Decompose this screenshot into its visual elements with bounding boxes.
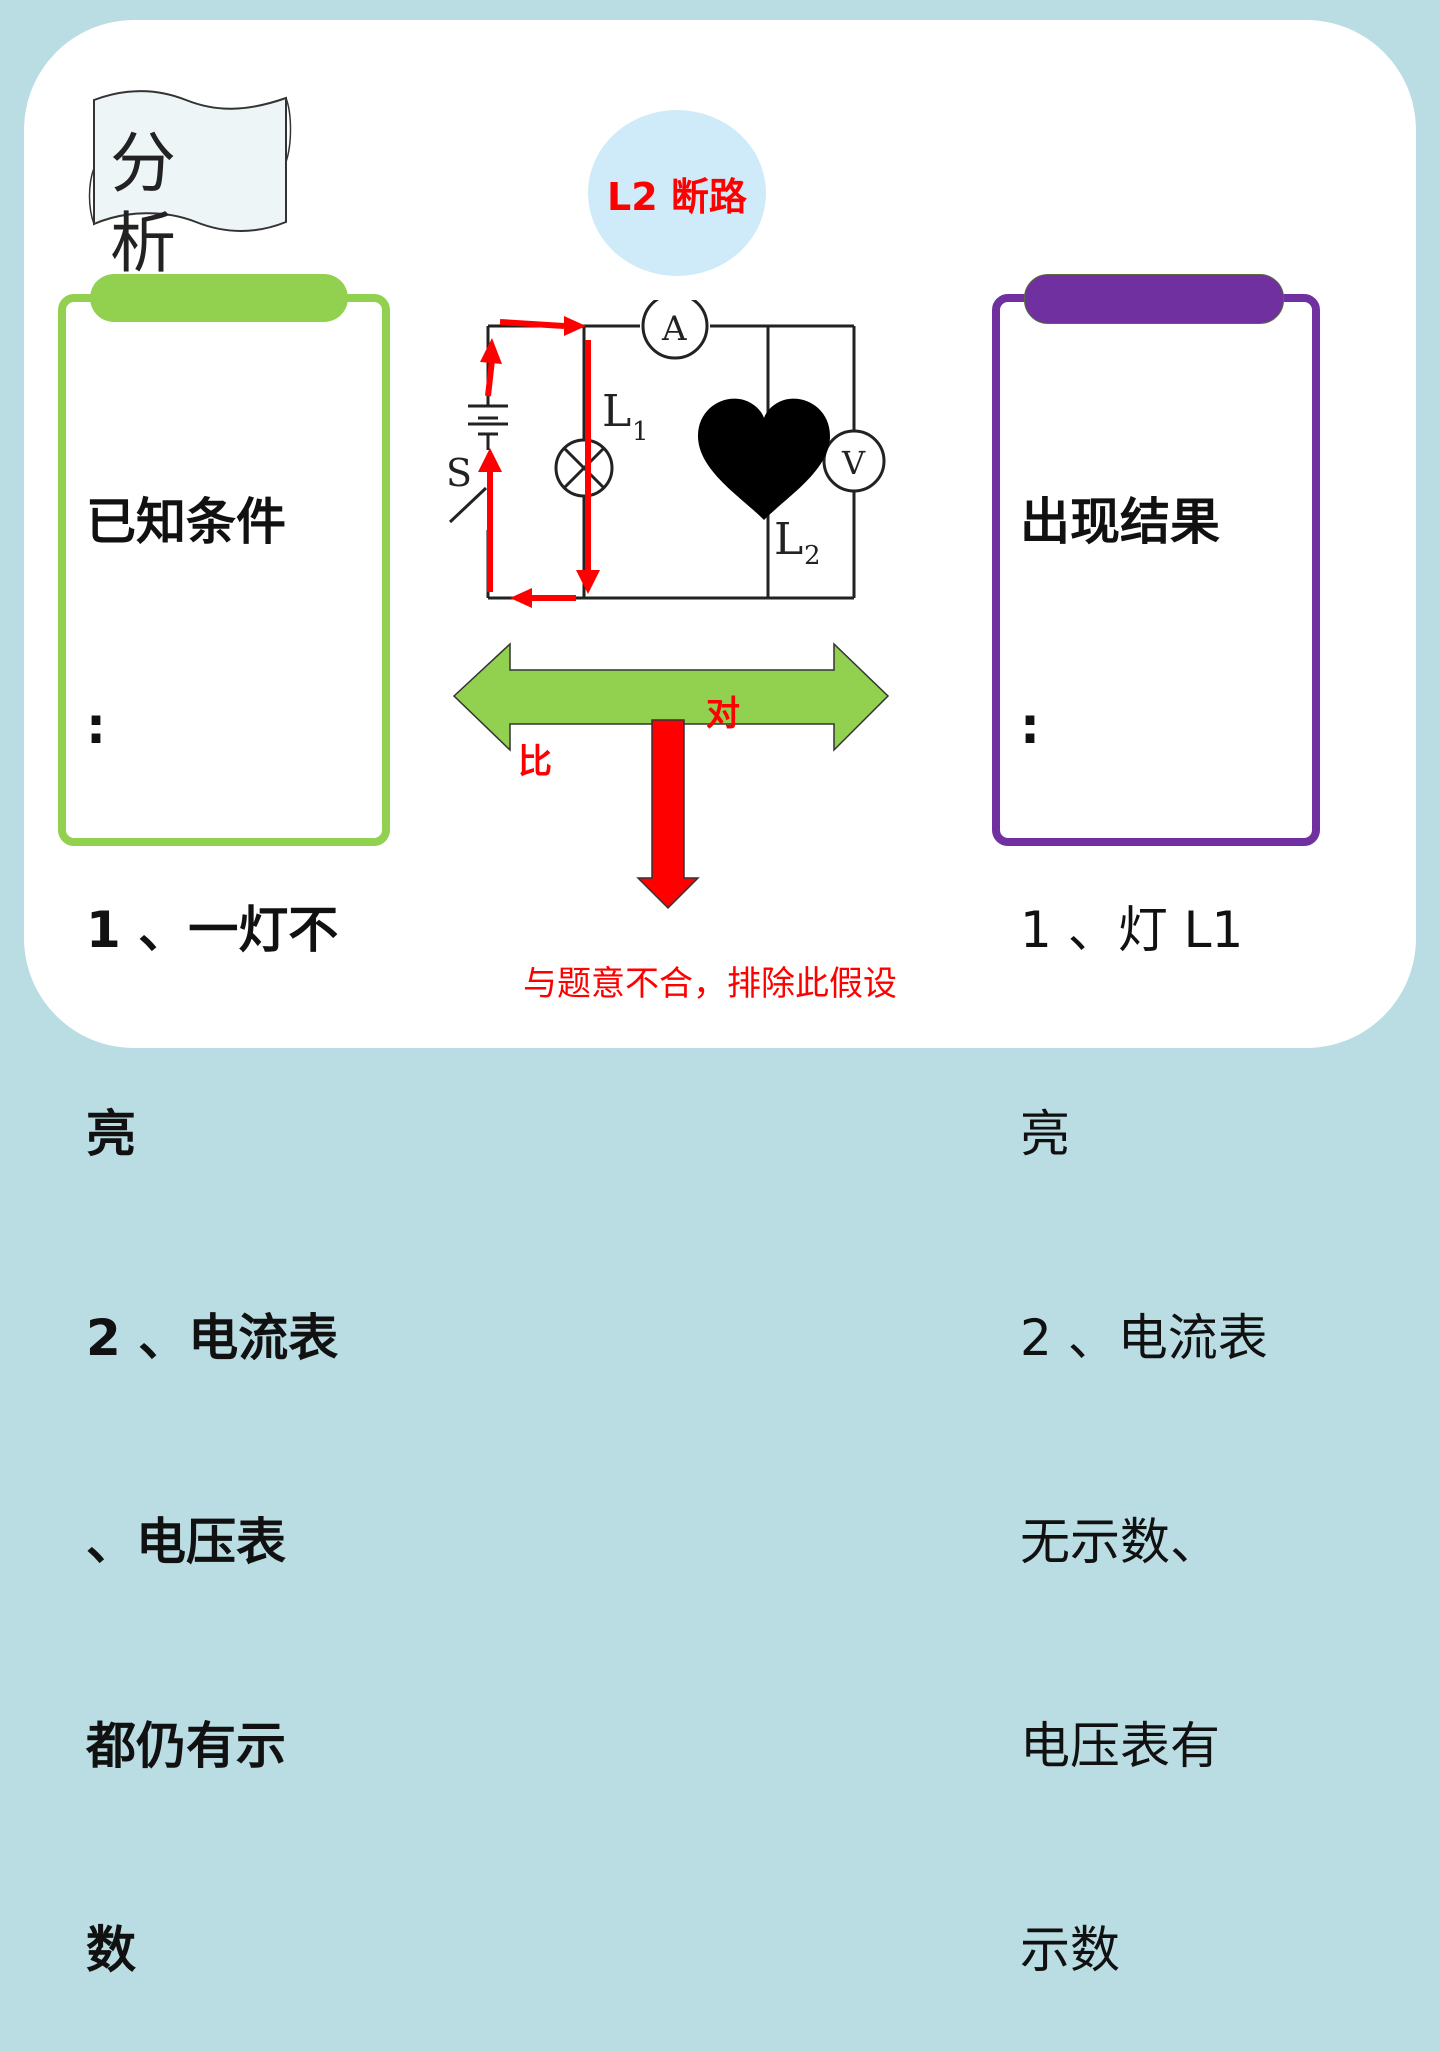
hypothesis-text: L2 断路 [607,174,747,219]
known-conditions-tab [90,274,348,322]
voltmeter-icon [822,429,886,493]
known-line: 1 、一灯不 [86,901,339,959]
lamp-l1-subscript: 1 [632,417,649,447]
result-line: 1 、灯 L1 [1020,901,1244,959]
hypothesis-circle: L2 断路 [588,110,766,276]
switch-icon [448,486,488,524]
result-line: : [1020,697,1040,755]
result-tab [1024,274,1284,324]
known-conditions-panel [58,294,390,846]
circuit-diagram: S A L 1 V L 2 [446,300,886,608]
ammeter-label: A [661,309,687,349]
result-line: 亮 [1020,1105,1070,1163]
compare-left-label: 比 [518,742,552,782]
known-line: 2 、电流表 [86,1309,339,1367]
heart-icon [698,398,830,520]
lamp-l1-label: L [602,386,631,437]
badge-title: 分 析 [110,125,198,282]
down-arrow-icon [636,719,700,910]
result-line: 示数 [1020,1921,1120,1979]
switch-label: S [446,451,472,495]
lamp-l2-subscript: 2 [804,541,821,571]
known-line: 都仍有示 [86,1717,286,1775]
known-line: 亮 [86,1105,136,1163]
known-line: 数 [86,1921,136,1979]
lamp-l1-icon [554,438,614,498]
lamp-l2-label: L [774,514,803,565]
comparison-arrows [452,642,890,910]
scroll-badge-icon [88,90,292,232]
known-line: : [86,697,106,755]
result-line: 无示数、 [1020,1513,1220,1571]
result-text: 出现结果 : 1 、灯 L1 亮 2 、电流表 无示数、 电压表有 示数 [1020,352,1268,2052]
ammeter-icon [641,300,709,360]
result-panel [992,294,1320,846]
known-conditions-text: 已知条件 : 1 、一灯不 亮 2 、电流表 、电压表 都仍有示 数 [86,352,338,2052]
result-line: 出现结果 [1020,493,1220,551]
known-line: 已知条件 [86,493,286,551]
known-line: 、电压表 [86,1513,286,1571]
voltmeter-label: V [841,444,866,482]
result-line: 电压表有 [1020,1717,1220,1775]
conclusion-text: 与题意不合，排除此假设 [523,964,897,1004]
compare-right-label: 对 [706,694,740,734]
double-arrow-icon [452,642,890,752]
result-line: 2 、电流表 [1020,1309,1268,1367]
battery-icon [468,404,508,436]
current-path [478,316,600,608]
